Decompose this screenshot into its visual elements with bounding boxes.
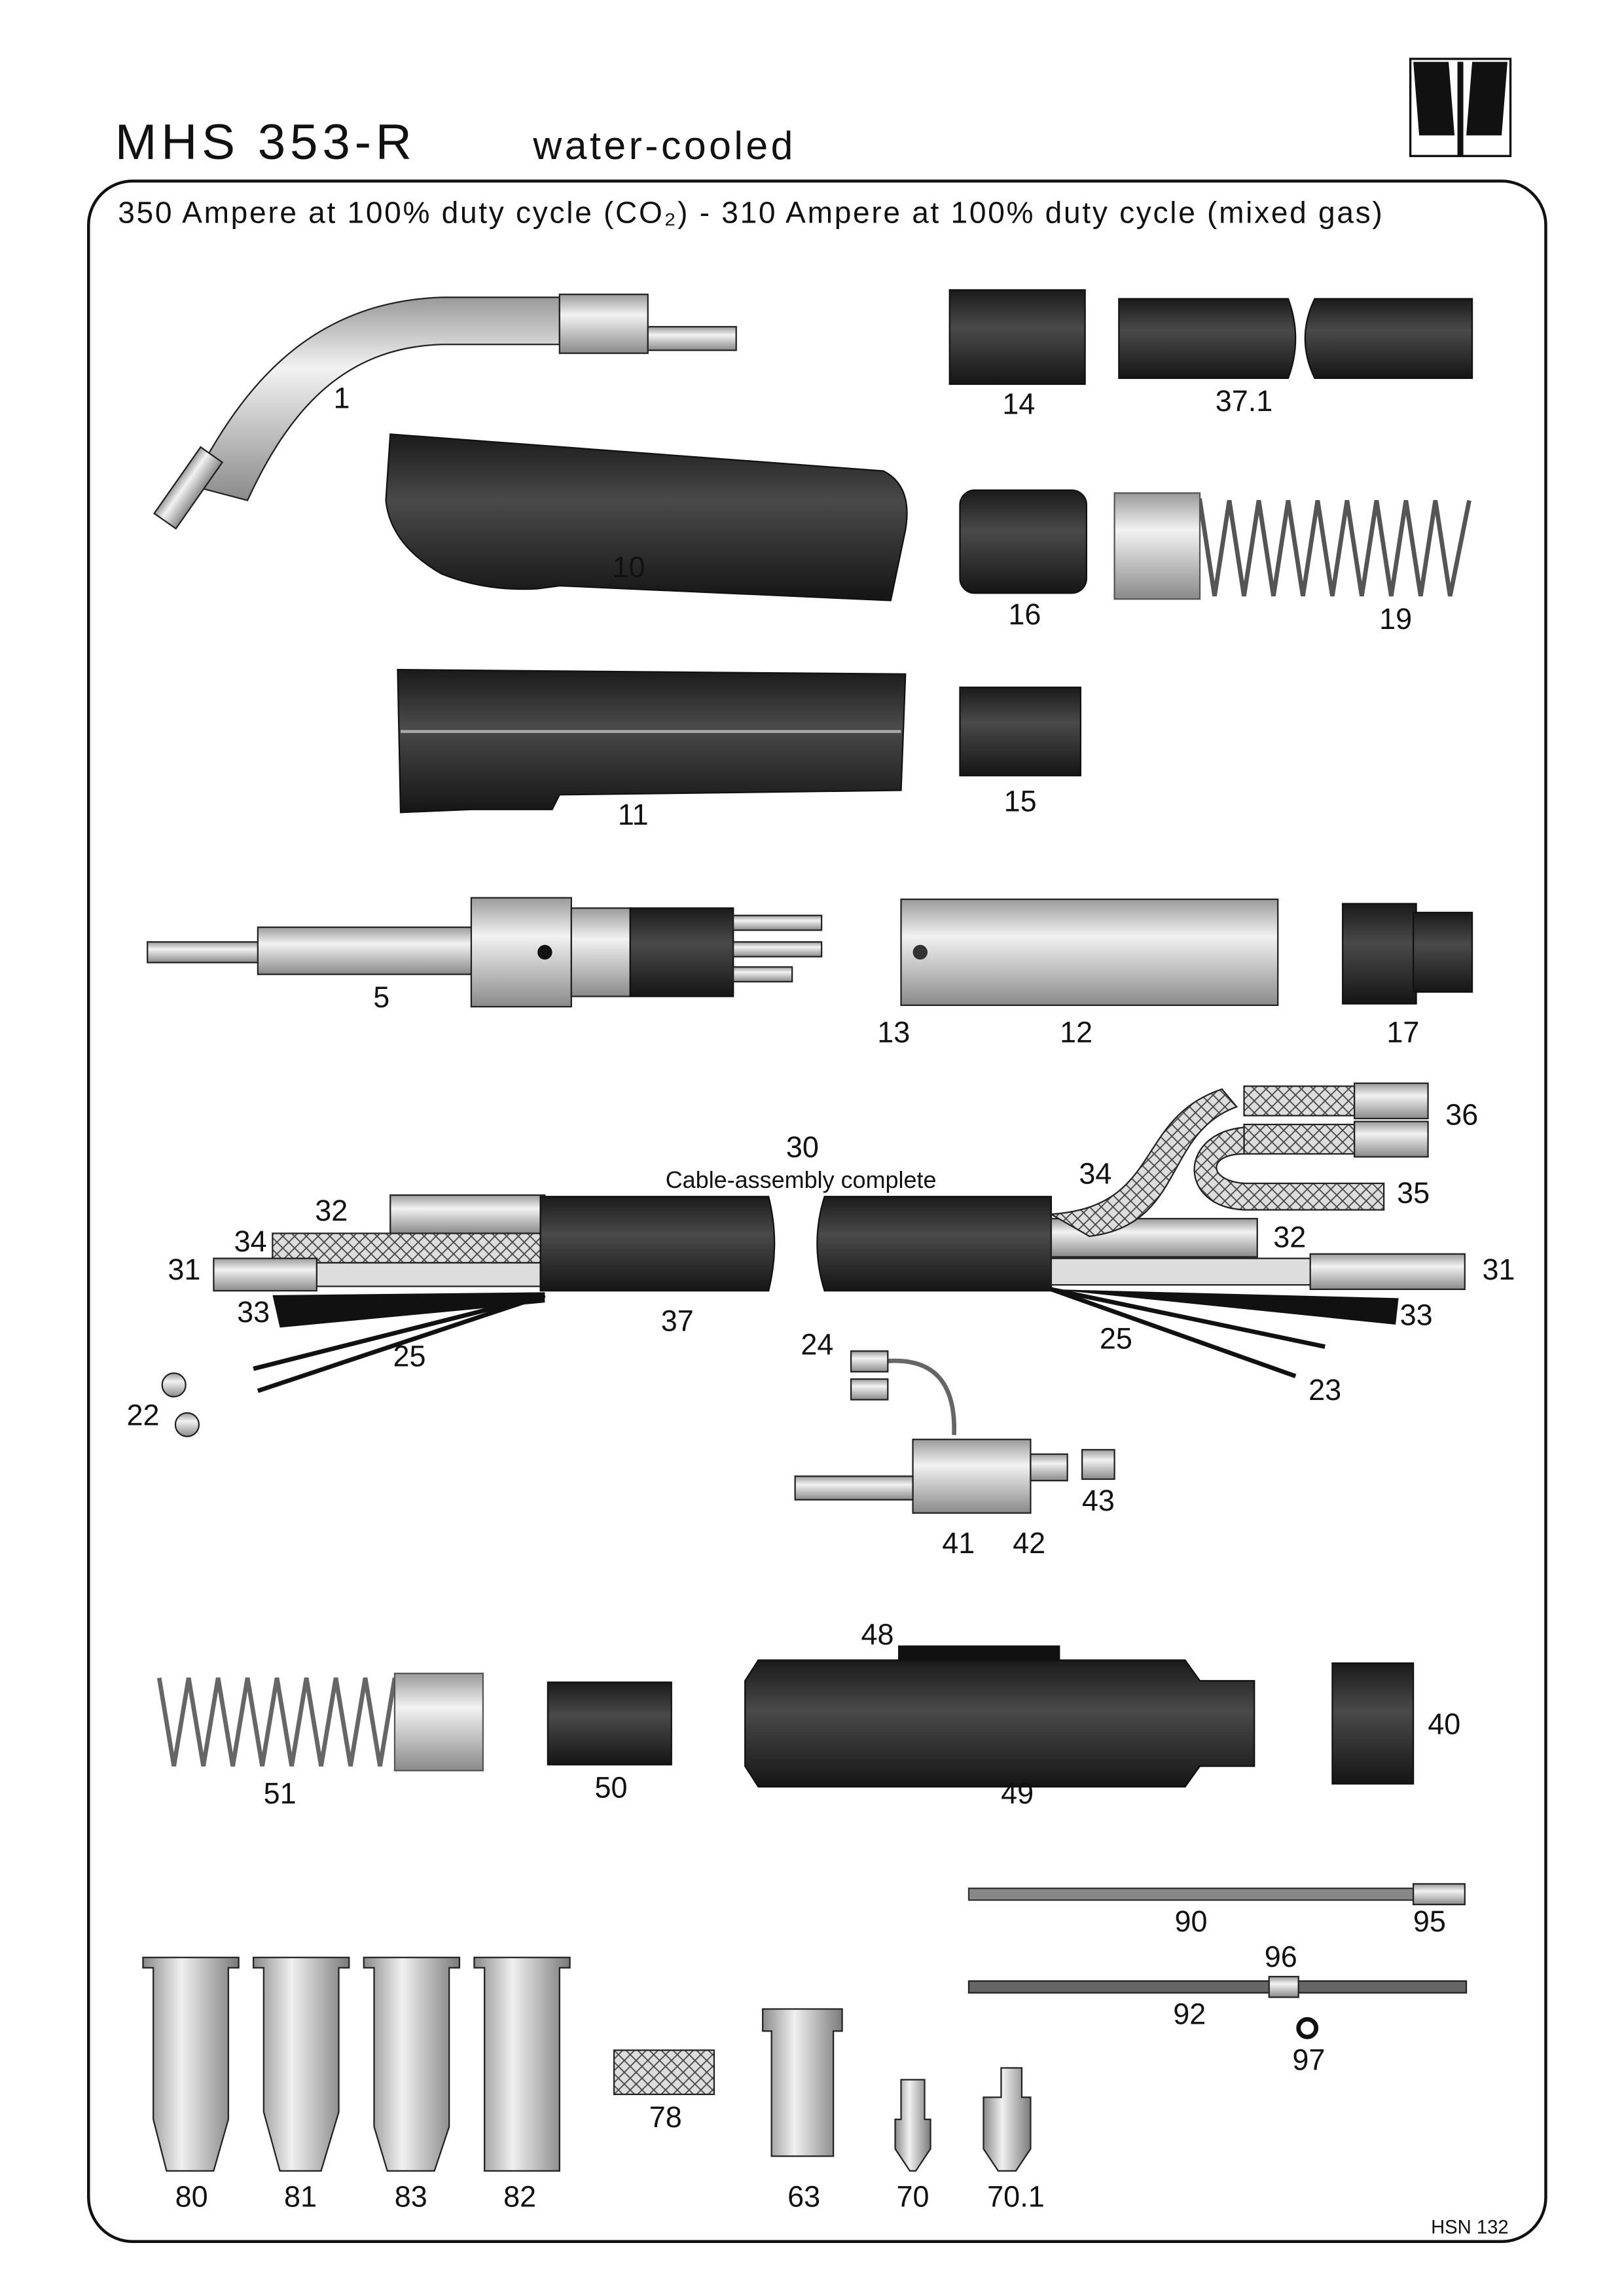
doc-code: HSN 132 [1431, 2217, 1509, 2238]
part-10-handle [385, 433, 908, 601]
label-97: 97 [1292, 2043, 1325, 2076]
label-30: 30 [786, 1130, 819, 1164]
part-97-o-ring [1296, 2017, 1319, 2039]
label-43: 43 [1082, 1484, 1115, 1517]
label-51: 51 [264, 1776, 297, 1810]
part-51-spring [156, 1677, 397, 1767]
part-78 [613, 2049, 715, 2096]
label-37: 37 [661, 1304, 694, 1337]
part-37-1-right [1304, 298, 1473, 380]
label-96: 96 [1265, 1940, 1297, 1973]
part-40 [1331, 1662, 1415, 1785]
label-19: 19 [1379, 602, 1412, 636]
label-5: 5 [373, 980, 389, 1014]
part-70-1-tip [983, 2067, 1032, 2172]
part-19-coil [1113, 492, 1201, 600]
part-37-1-left [1118, 298, 1297, 380]
label-33-left: 33 [237, 1295, 270, 1329]
label-81: 81 [284, 2179, 317, 2213]
label-23: 23 [1308, 1373, 1341, 1407]
part-41-connector [794, 1350, 1115, 1514]
part-19-spring [1119, 498, 1471, 597]
gas-nozzles [142, 1956, 571, 2172]
frame [87, 179, 1547, 2244]
label-78: 78 [649, 2100, 682, 2134]
label-17: 17 [1386, 1016, 1419, 1049]
label-95: 95 [1413, 1905, 1446, 1938]
logo-icon [1409, 58, 1512, 158]
label-80: 80 [175, 2179, 208, 2213]
part-50 [547, 1681, 672, 1766]
label-31-right: 31 [1483, 1253, 1515, 1286]
label-37-1: 37.1 [1216, 384, 1273, 418]
label-48: 48 [861, 1617, 894, 1651]
part-17 [1342, 903, 1417, 1005]
label-12: 12 [1060, 1016, 1092, 1049]
label-83: 83 [395, 2179, 427, 2213]
label-41: 41 [942, 1526, 975, 1560]
part-96 [1268, 1975, 1299, 1998]
part-70-tip [894, 2079, 931, 2172]
label-90: 90 [1175, 1905, 1208, 1938]
label-13: 13 [877, 1016, 910, 1049]
label-32-right: 32 [1273, 1220, 1306, 1253]
label-82: 82 [503, 2179, 536, 2213]
label-22: 22 [126, 1398, 159, 1431]
label-14: 14 [1002, 387, 1035, 421]
label-49: 49 [1001, 1776, 1034, 1810]
label-32-left: 32 [315, 1194, 348, 1227]
label-24: 24 [801, 1327, 833, 1361]
label-cable-assembly: Cable-assembly complete [666, 1166, 937, 1193]
label-25-right: 25 [1100, 1321, 1132, 1355]
label-34-left: 34 [234, 1225, 267, 1258]
model-title: MHS 353-R [115, 115, 416, 170]
label-42: 42 [1013, 1526, 1045, 1560]
part-11-handle-shell [397, 669, 907, 814]
label-15: 15 [1004, 785, 1037, 818]
part-14 [948, 289, 1086, 386]
part-15 [959, 687, 1082, 777]
label-1: 1 [334, 382, 350, 415]
label-50: 50 [595, 1770, 628, 1804]
cooling-subtitle: water-cooled [532, 123, 796, 168]
label-40: 40 [1428, 1708, 1460, 1741]
label-25-left: 25 [393, 1339, 425, 1372]
part-90-liner [967, 1887, 1418, 1901]
label-70-1: 70.1 [987, 2179, 1045, 2213]
label-36: 36 [1445, 1098, 1478, 1132]
label-34-right: 34 [1079, 1157, 1111, 1191]
part-5-torch-body [147, 897, 823, 1008]
part-63 [762, 2008, 843, 2157]
part-1-swan-neck [153, 293, 737, 530]
label-70: 70 [897, 2179, 929, 2213]
part-95 [1412, 1883, 1466, 1905]
part-22-ring-terminals [161, 1372, 200, 1437]
part-13-screw [912, 944, 928, 960]
label-92: 92 [1173, 1998, 1206, 2031]
spec-line: 350 Ampere at 100% duty cycle (CO₂) - 31… [118, 195, 1384, 229]
label-35: 35 [1397, 1176, 1430, 1210]
part-12-tube [900, 898, 1279, 1006]
label-31-left: 31 [168, 1253, 200, 1286]
label-10: 10 [613, 550, 645, 584]
label-16: 16 [1008, 598, 1041, 631]
part-16 [959, 489, 1088, 594]
part-30-cable-assembly [213, 1082, 1466, 1393]
part-92-liner [967, 1980, 1468, 1994]
label-63: 63 [787, 2179, 820, 2213]
label-11: 11 [618, 798, 649, 831]
label-33-right: 33 [1400, 1298, 1433, 1331]
part-49 [744, 1659, 1255, 1788]
